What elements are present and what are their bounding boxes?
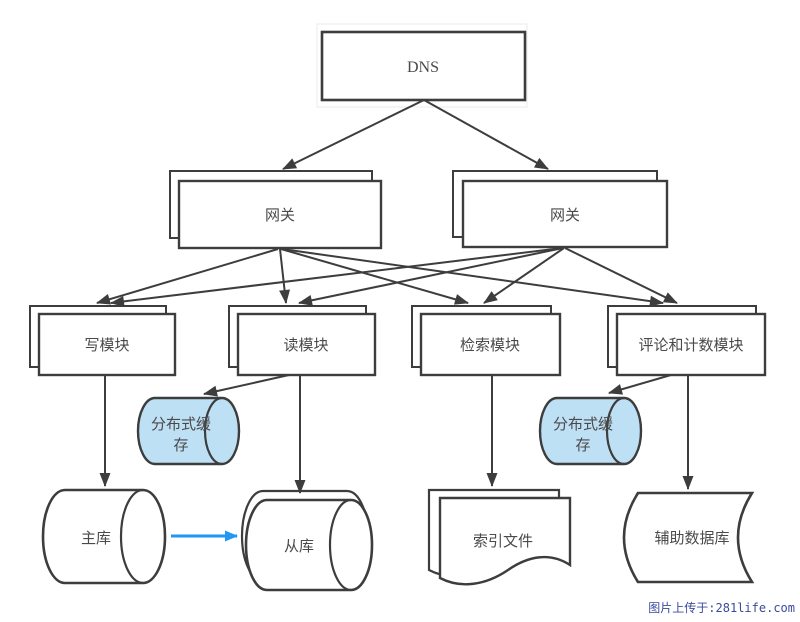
edge-gateway-right-to-write — [110, 247, 563, 307]
edge-gateway-left-to-search — [280, 248, 469, 305]
node-gateway-right: 网关 — [452, 170, 669, 249]
edge-gateway-left-to-write — [96, 248, 279, 305]
cache-right-label-line1: 分布式缓 — [553, 416, 613, 433]
edge-gateway-left-to-read — [279, 248, 291, 304]
cache-right-label-line2: 存 — [575, 437, 590, 454]
comment-count-module-box — [615, 312, 767, 377]
index-files-label: 索引文件 — [473, 533, 533, 550]
master-db-label: 主库 — [81, 530, 111, 547]
watermark-text: 图片上传于:281life.com — [648, 601, 795, 615]
gateway-left-box — [177, 179, 383, 250]
aux-db-label: 辅助数据库 — [654, 530, 729, 547]
node-write-module: 写模块 — [29, 305, 177, 377]
edge-gateway-right-to-read — [298, 247, 564, 306]
dns-selection-outline — [316, 23, 528, 108]
node-search-module: 检索模块 — [411, 305, 562, 377]
slave-db-cylinder-rim — [328, 498, 352, 592]
edge-gateway-left-to-comment — [281, 248, 664, 307]
slave-db-label: 从库 — [284, 538, 314, 555]
node-comment-count-module: 评论和计数模块 — [607, 305, 767, 377]
search-module-box — [419, 312, 562, 377]
dns-label: DNS — [407, 59, 439, 76]
cache-left-label-line2: 存 — [173, 437, 188, 454]
cache-right-cylinder-rim — [605, 396, 625, 466]
comment-count-module-label: 评论和计数模块 — [638, 337, 743, 354]
edge-gateway-right-to-comment — [564, 247, 678, 304]
node-gateway-left: 网关 — [169, 170, 383, 250]
edge-read-to-cache-left — [203, 374, 290, 397]
gateway-right-box — [461, 179, 669, 249]
node-slave-db: 从库 — [240, 489, 374, 592]
cache-left-cylinder-rim — [203, 396, 223, 466]
write-module-box — [37, 312, 177, 377]
node-cache-left: 分布式缓 存 — [136, 396, 241, 466]
edge-gateway-right-to-search — [483, 247, 565, 304]
node-master-db: 主库 — [41, 488, 167, 585]
node-index-files: 索引文件 — [427, 488, 572, 586]
node-read-module: 读模块 — [228, 305, 377, 377]
edge-dns-to-gateway-right — [423, 99, 549, 170]
aux-db-shape — [622, 491, 755, 584]
master-db-cylinder-rim — [119, 488, 144, 585]
node-dns: DNS — [320, 30, 527, 102]
read-module-label: 读模块 — [283, 337, 328, 354]
read-module-box — [236, 312, 377, 377]
index-files-document — [438, 496, 572, 586]
cache-left-label-line1: 分布式缓 — [151, 416, 211, 433]
node-cache-right: 分布式缓 存 — [538, 396, 643, 466]
gateway-right-label: 网关 — [550, 207, 580, 224]
search-module-label: 检索模块 — [460, 337, 520, 354]
edge-comment-to-cache-right — [608, 374, 672, 395]
node-aux-db: 辅助数据库 — [622, 491, 755, 584]
gateway-left-label: 网关 — [265, 207, 295, 224]
edge-dns-to-gateway-left — [282, 99, 425, 170]
write-module-label: 写模块 — [84, 337, 129, 354]
